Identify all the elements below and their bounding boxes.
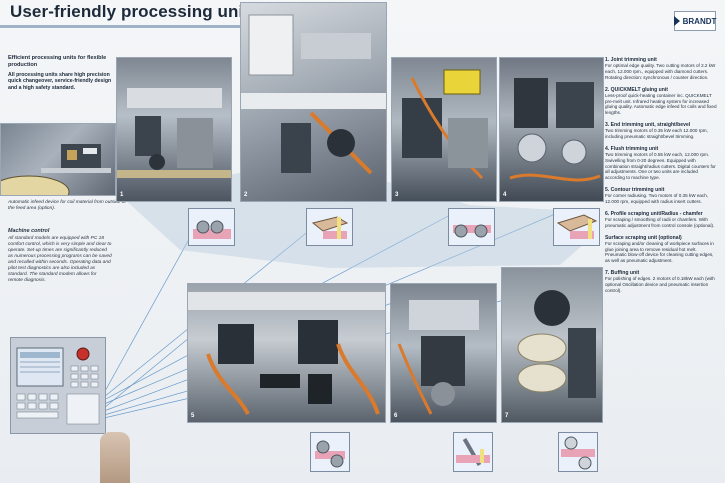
infeed-illustration xyxy=(1,144,111,195)
buffing-detail-icon xyxy=(561,436,595,470)
photo-number: 2 xyxy=(244,192,248,198)
operator-hand xyxy=(100,432,130,483)
photo-number: 1 xyxy=(120,192,124,198)
detail-inset-buffing xyxy=(558,432,598,472)
unit-text: For scraping / smoothing of radii or cha… xyxy=(605,216,715,228)
detail-inset-contour-trimming xyxy=(310,432,350,472)
buffing-unit-illustration xyxy=(517,290,596,398)
infeed-caption: Automatic infeed device for coil materia… xyxy=(8,200,126,211)
machine-control-block: Machine control All standard models are … xyxy=(8,228,112,284)
unit-text: Two trimming motors of 0.55 kW each, 12.… xyxy=(605,151,716,181)
unit-description: 1. Joint trimming unit For optimal edge … xyxy=(605,57,718,81)
unit-title: 1. Joint trimming unit xyxy=(605,57,657,63)
unit-title: 5. Contour trimming unit xyxy=(605,186,665,193)
unit-description: 4. Flush trimming unit Two trimming moto… xyxy=(605,146,718,181)
unit-description: 3. End trimming unit, straight/bevel Two… xyxy=(605,122,718,140)
unit-text: For polishing of edges. 2 motors of 0.18… xyxy=(605,276,715,293)
detail-inset-profile-scraping xyxy=(453,432,493,472)
detail-inset-flush-trimming xyxy=(553,208,600,246)
photo-number: 7 xyxy=(505,413,509,419)
unit-text: Less-proof quick-heating container inc. … xyxy=(605,92,717,116)
unit-photo-5: 5 xyxy=(187,283,386,423)
end-trimming-detail-icon xyxy=(453,224,491,238)
unit-text: For corner radiusing. Two motors of 0.35… xyxy=(605,193,709,204)
brand-logo: BRANDT xyxy=(673,11,717,31)
unit-photo-7: 7 xyxy=(501,267,603,423)
photo-number: 4 xyxy=(503,192,507,198)
unit-photo-6: 6 xyxy=(390,283,497,423)
unit-text: For optimal edge quality. Two cutting mo… xyxy=(605,63,716,80)
unit-title: 4. Flush trimming unit xyxy=(605,145,659,152)
detail-inset-joint-trimming xyxy=(188,208,235,246)
processing-units-list: 1. Joint trimming unit For optimal edge … xyxy=(605,57,718,300)
unit-title: 2. QUICKMELT gluing unit xyxy=(605,86,669,93)
title-underline xyxy=(0,25,240,28)
unit-title: 3. End trimming unit, straight/bevel xyxy=(605,121,691,128)
brand-name: BRANDT xyxy=(682,16,717,26)
unit-title: 6. Profile scraping unit/Radius - chamfe… xyxy=(605,210,703,217)
intro-heading: Efficient processing units for flexible … xyxy=(8,55,107,68)
detail-inset-gluing xyxy=(306,208,353,246)
photo-number: 3 xyxy=(395,192,399,198)
profile-scraping-illustration xyxy=(397,300,479,415)
contour-trimming-illustration xyxy=(188,292,385,415)
unit-photo-4: 4 xyxy=(499,57,604,202)
machine-control-body: All standard models are equipped with PC… xyxy=(8,236,112,283)
control-panel-illustration xyxy=(16,347,100,425)
photo-number: 5 xyxy=(191,413,195,419)
joint-trimming-illustration xyxy=(117,88,231,178)
gluing-detail-icon xyxy=(311,216,349,239)
infeed-photo xyxy=(0,123,116,196)
unit-description: 2. QUICKMELT gluing unit Less-proof quic… xyxy=(605,87,718,116)
unit-photo-1: 1 xyxy=(116,57,232,202)
unit-photo-3: 3 xyxy=(391,57,497,202)
intro-block: Efficient processing units for flexible … xyxy=(8,55,113,91)
control-panel-image xyxy=(10,337,106,434)
profile-scraping-detail-icon xyxy=(456,438,490,466)
unit-title: Surface scraping unit (optional) xyxy=(605,234,682,241)
contour-trimming-detail-icon xyxy=(315,440,345,468)
unit-title: 7. Buffing unit xyxy=(605,269,640,276)
brand-mark-icon xyxy=(673,16,680,26)
flush-trimming-detail-icon xyxy=(556,214,598,239)
joint-trimming-detail-icon xyxy=(193,220,231,239)
unit-description: 5. Contour trimming unit For corner radi… xyxy=(605,187,718,205)
page-title: User-friendly processing units xyxy=(10,2,259,21)
intro-body: All processing units share high precisio… xyxy=(8,71,112,91)
unit-description: 7. Buffing unit For polishing of edges. … xyxy=(605,270,718,294)
unit-description: 6. Profile scraping unit/Radius - chamfe… xyxy=(605,211,718,229)
detail-inset-end-trimming xyxy=(448,208,495,246)
gluing-unit-illustration xyxy=(241,14,386,175)
machine-control-heading: Machine control xyxy=(8,228,50,234)
unit-description: Surface scraping unit (optional) For scr… xyxy=(605,235,718,264)
flush-trimming-illustration xyxy=(509,78,601,182)
unit-photo-2: 2 xyxy=(240,2,387,202)
end-trimming-illustration xyxy=(402,69,488,180)
unit-text: Two trimming motors of 0.35 kW each 12.0… xyxy=(605,128,708,139)
unit-text: For scraping and/or cleaning of workpiec… xyxy=(605,240,714,264)
photo-number: 6 xyxy=(394,413,398,419)
